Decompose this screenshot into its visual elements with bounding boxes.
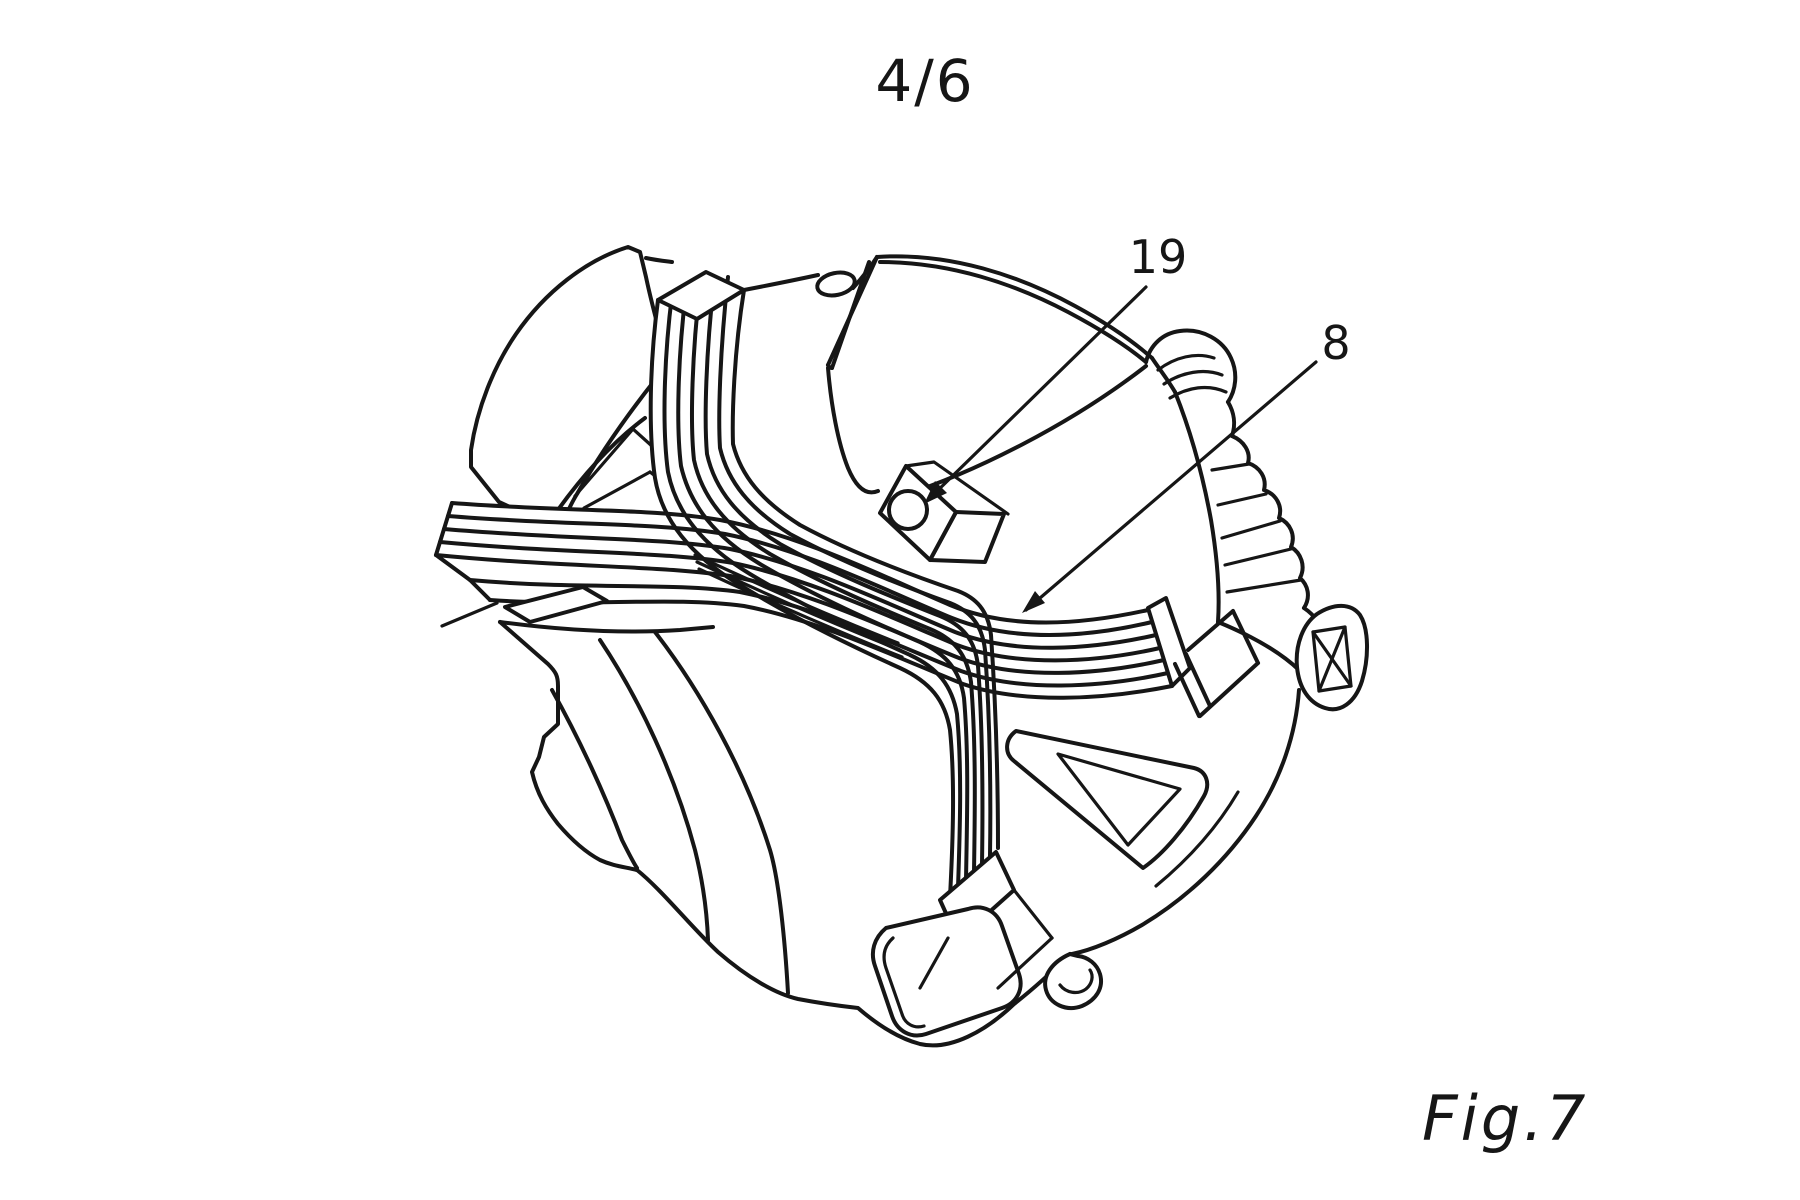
band-end-face xyxy=(1146,596,1192,688)
band-top-face xyxy=(656,270,746,321)
lifting-ring xyxy=(815,270,857,298)
mounting-ear xyxy=(469,245,670,532)
band-ledge xyxy=(503,585,609,624)
right-facets xyxy=(1186,609,1260,718)
gear-rim xyxy=(1144,328,1310,624)
foot-tab xyxy=(870,905,1023,1038)
sensor-boss xyxy=(878,460,1010,564)
oval-bracket xyxy=(1043,952,1103,1010)
leader-lines xyxy=(924,285,1318,613)
arrowhead-8 xyxy=(1022,591,1045,613)
arrowhead-19 xyxy=(924,481,947,504)
sheet-number: 4/6 xyxy=(875,47,975,115)
leader-8 xyxy=(1024,360,1318,612)
ref-label-8: 8 xyxy=(1321,316,1351,370)
leader-19 xyxy=(930,285,1148,498)
housing-bottom xyxy=(635,688,1301,1048)
sensor-circle xyxy=(887,489,929,531)
band-horizontal xyxy=(434,501,1212,718)
ref-label-19: 19 xyxy=(1128,230,1188,284)
pennant-cutouts xyxy=(1005,729,1210,870)
housing-top-rim xyxy=(644,254,1154,498)
connector-block xyxy=(1216,603,1370,712)
figure-caption: Fig.7 xyxy=(1422,1082,1589,1155)
